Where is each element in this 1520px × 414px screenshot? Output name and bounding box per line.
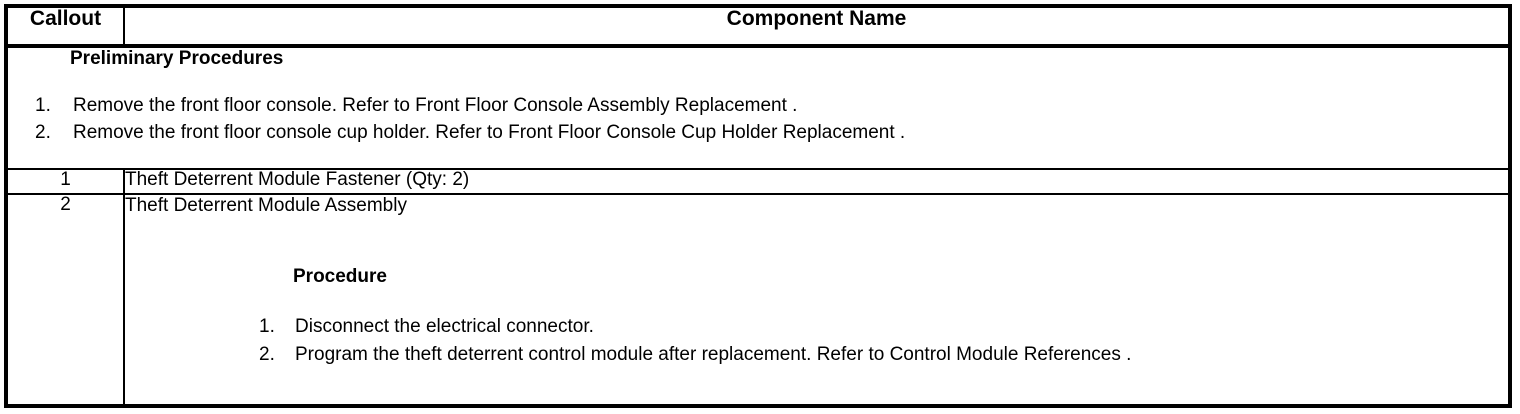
callout-number: 2 bbox=[8, 194, 125, 404]
list-item: 1. Disconnect the electrical connector. bbox=[125, 313, 1508, 341]
callout-table: Callout Component Name Preliminary Proce… bbox=[8, 8, 1508, 404]
list-item: 2. Remove the front floor console cup ho… bbox=[8, 119, 1508, 147]
list-item-text: Program the theft deterrent control modu… bbox=[295, 343, 1132, 365]
procedure-heading: Procedure bbox=[293, 266, 387, 288]
preliminary-procedures-cell: Preliminary Procedures 1. Remove the fro… bbox=[8, 46, 1508, 171]
component-name-value: Theft Deterrent Module Fastener (Qty: 2) bbox=[124, 169, 1508, 196]
list-item: 1. Remove the front floor console. Refer… bbox=[8, 92, 1508, 120]
component-name-value: Theft Deterrent Module Assembly bbox=[125, 195, 407, 217]
list-marker: 2. bbox=[259, 343, 275, 365]
list-marker: 2. bbox=[35, 122, 51, 144]
callout-table-container: Callout Component Name Preliminary Proce… bbox=[4, 4, 1512, 408]
preliminary-procedures-row: Preliminary Procedures 1. Remove the fro… bbox=[8, 46, 1508, 171]
list-item-text: Disconnect the electrical connector. bbox=[295, 315, 594, 337]
column-header-component-name: Component Name bbox=[124, 8, 1508, 48]
list-item-text: Remove the front floor console. Refer to… bbox=[73, 94, 798, 116]
list-item: 2. Program the theft deterrent control m… bbox=[125, 341, 1508, 369]
table-row: 1 Theft Deterrent Module Fastener (Qty: … bbox=[8, 169, 1508, 196]
list-item-text: Remove the front floor console cup holde… bbox=[73, 122, 906, 144]
table-row: 2 Theft Deterrent Module Assembly Proced… bbox=[8, 194, 1508, 404]
component-detail-cell: Theft Deterrent Module Assembly Procedur… bbox=[124, 194, 1508, 404]
list-marker: 1. bbox=[35, 94, 51, 116]
procedure-list: 1. Disconnect the electrical connector. … bbox=[125, 313, 1508, 368]
callout-number: 1 bbox=[8, 169, 125, 196]
list-marker: 1. bbox=[259, 315, 275, 337]
table-header-row: Callout Component Name bbox=[8, 8, 1508, 48]
preliminary-procedures-title: Preliminary Procedures bbox=[70, 48, 284, 69]
column-header-callout: Callout bbox=[8, 8, 125, 48]
preliminary-procedures-list: 1. Remove the front floor console. Refer… bbox=[8, 92, 1508, 147]
